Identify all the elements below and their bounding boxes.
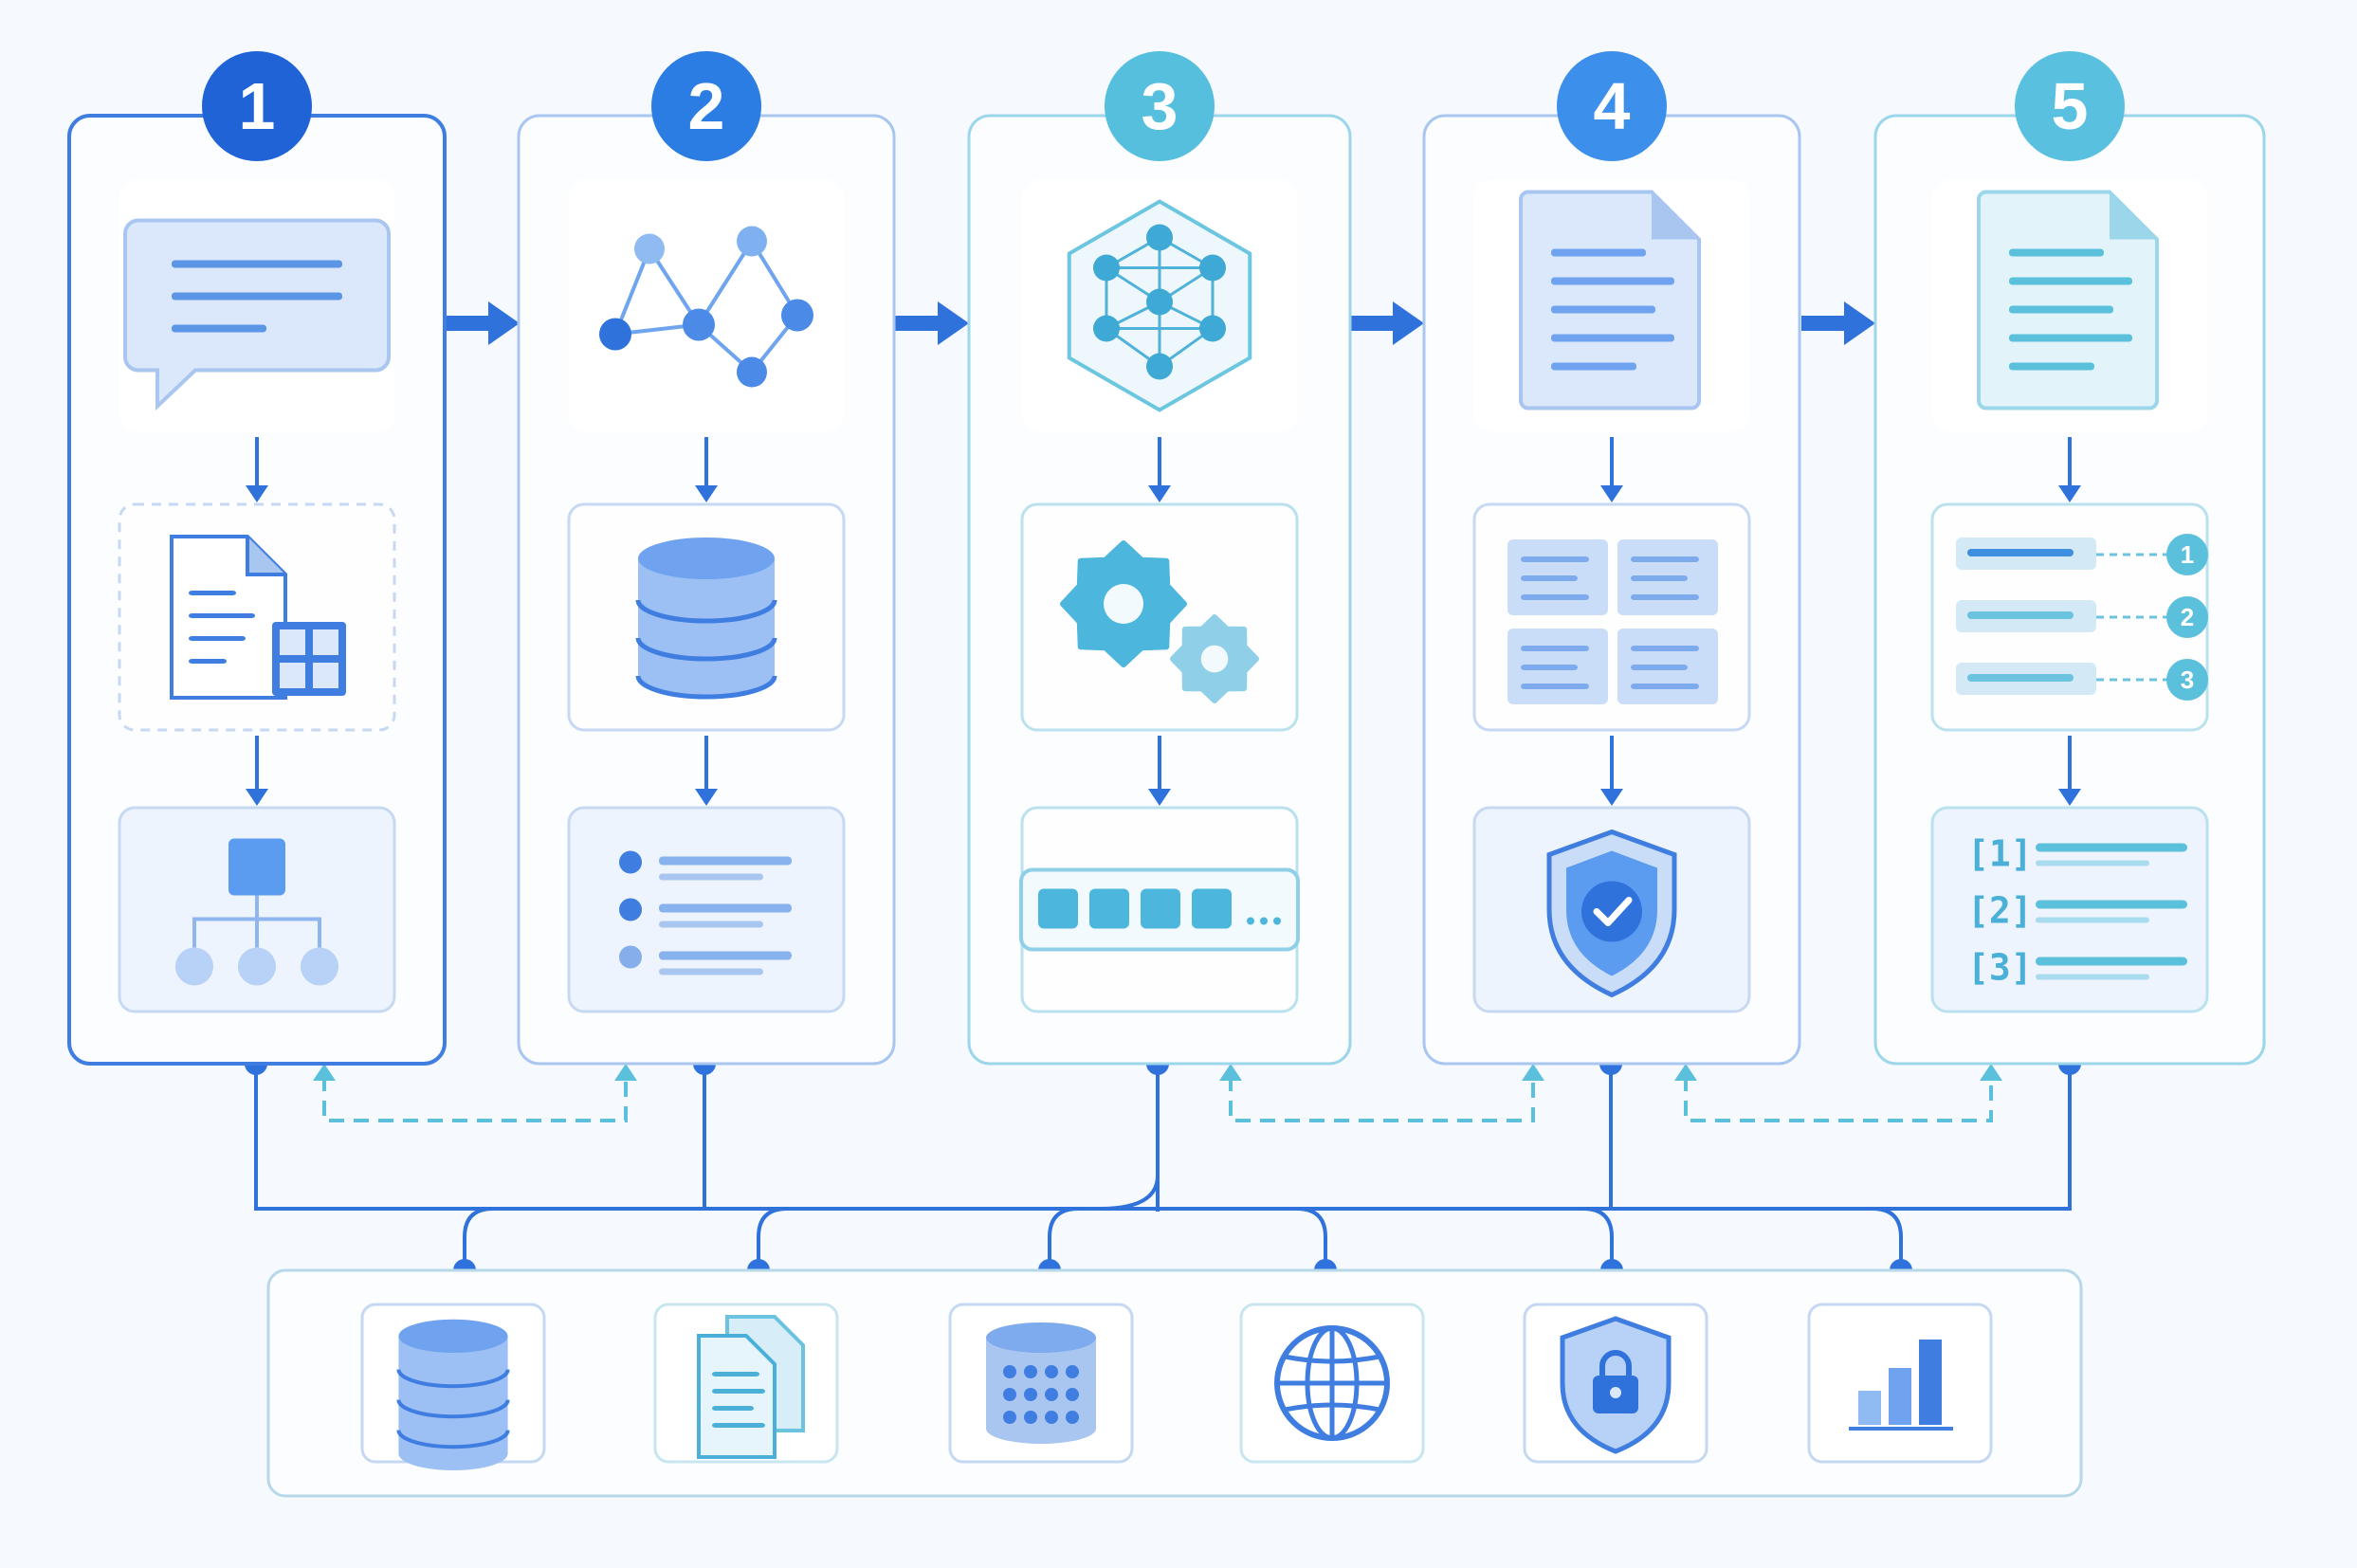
resource-tile: [360, 1303, 546, 1470]
citation-list-icon: 1 2 3: [1956, 534, 2208, 701]
stage-1: 1: [67, 51, 447, 1066]
hierarchy-icon: [175, 838, 338, 986]
reference-label: [1]: [1967, 833, 2033, 875]
database-icon: [396, 1319, 510, 1470]
resource-tile: [653, 1303, 839, 1464]
reference-label: [3]: [1967, 947, 2033, 989]
lock-shield-icon: [1560, 1316, 1672, 1454]
stage-5: 1 2 3 [1] [2] [3] 5: [1873, 51, 2266, 1066]
database-icon: [635, 538, 777, 700]
stage-2: 2: [517, 51, 896, 1066]
data-store-icon: [986, 1322, 1096, 1444]
chat-bubble-icon: [123, 218, 391, 411]
stage-number-badge: [1557, 51, 1667, 161]
resource-tile: [1523, 1303, 1708, 1464]
document-icon: [1977, 190, 2159, 410]
citation-number: 2: [2181, 603, 2194, 631]
stage-number: 2: [688, 69, 725, 143]
globe-icon: [1274, 1325, 1390, 1441]
document-icon: [1519, 190, 1701, 410]
gears-icon: [1060, 540, 1259, 703]
stage-number-badge: [1105, 51, 1215, 161]
document-grid-icon: [170, 535, 346, 700]
stage-3: 3: [967, 51, 1352, 1066]
reference-label: [2]: [1967, 890, 2033, 932]
resource-strip: [266, 1268, 2083, 1498]
neural-network-icon: [1067, 199, 1252, 412]
stage-number-badge: [651, 51, 761, 161]
citation-marker: [2166, 596, 2208, 638]
stage-number-badge: [2015, 51, 2125, 161]
resource-tile: [948, 1303, 1134, 1464]
token-sequence-icon: [1019, 867, 1300, 952]
citation-number: 3: [2181, 665, 2194, 694]
graph-nodes-icon: [599, 226, 813, 388]
citation-marker: [2166, 659, 2208, 701]
shield-check-icon: [1546, 829, 1677, 998]
documents-icon: [697, 1315, 805, 1459]
grid-cards-icon: [1507, 539, 1718, 704]
resource-tile: [1807, 1303, 1993, 1464]
stage-number: 3: [1142, 69, 1178, 143]
stage-number-badge: [202, 51, 312, 161]
stage-4: 4: [1422, 51, 1801, 1066]
stage-number: 4: [1594, 69, 1631, 143]
stage-number: 5: [2052, 69, 2089, 143]
stage-number: 1: [239, 69, 276, 143]
reference-list-icon: [1] [2] [3]: [1967, 833, 2187, 989]
bullet-list-icon: [619, 850, 792, 975]
bar-chart-icon: [1849, 1340, 1953, 1431]
resource-tile: [1239, 1303, 1425, 1464]
citation-number: 1: [2181, 540, 2194, 569]
citation-marker: [2166, 534, 2208, 575]
